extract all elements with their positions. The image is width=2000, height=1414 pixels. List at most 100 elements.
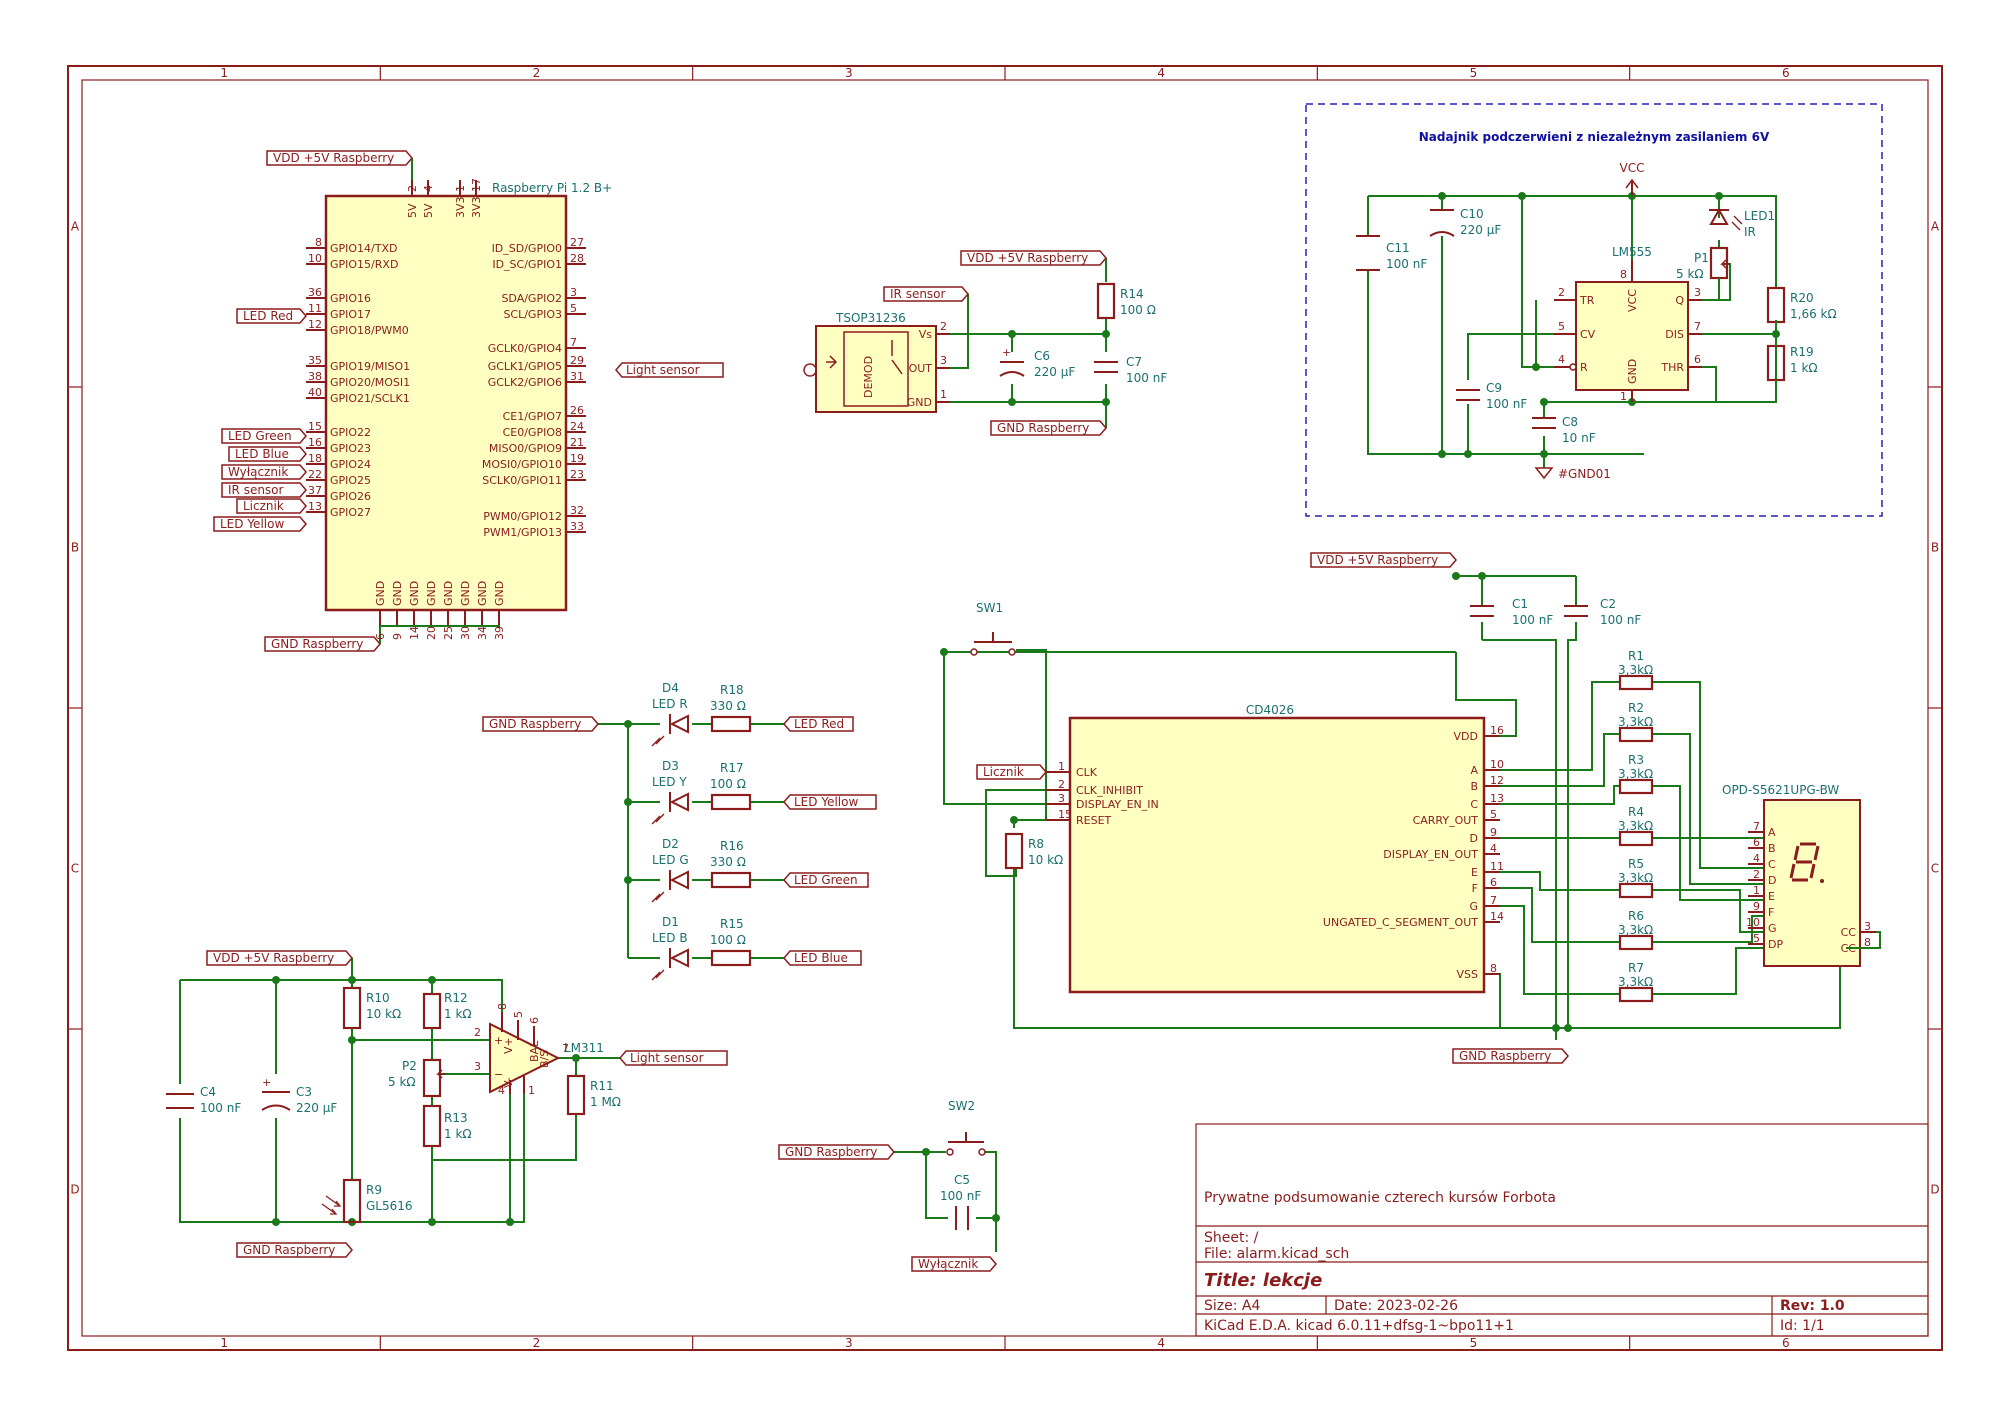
- supply-pin-mark: V-: [502, 1077, 515, 1088]
- lm311-symbol: LM311 + − 2 3 8 5 6 7 4 1 V+ V- BAL B/S: [474, 1003, 604, 1097]
- polarity-mark: +: [1002, 346, 1011, 359]
- cd4026-pin-label: CARRY_OUT: [1413, 814, 1479, 827]
- rpi-pin-label: GPIO23: [330, 442, 371, 455]
- R1-value: 3,3kΩ: [1618, 663, 1653, 677]
- C7-ref: C7: [1126, 355, 1142, 369]
- emission-arrows-icon: [651, 813, 665, 825]
- label-licznik: Licznik: [983, 765, 1024, 779]
- C6-ref: C6: [1034, 349, 1050, 363]
- SW2-ref: SW2: [948, 1099, 975, 1113]
- rpi-pin-number: 14: [408, 626, 421, 640]
- vcc-label: VCC: [1620, 161, 1645, 175]
- display-pin-label: G: [1768, 922, 1777, 935]
- decimal-point-icon: [1820, 879, 1824, 883]
- rpi-pin-label: GND: [425, 581, 438, 606]
- R8-value: 10 kΩ: [1028, 853, 1063, 867]
- wiper-arrow-icon: [1720, 259, 1730, 269]
- R11-value: 1 MΩ: [590, 1095, 621, 1109]
- wire: [432, 1114, 577, 1161]
- P1-value: 5 kΩ: [1676, 267, 1704, 281]
- pin-number: 6: [528, 1017, 541, 1024]
- label-vdd-5v-box: [1310, 552, 1457, 568]
- rpi-pin-number: 19: [570, 452, 584, 465]
- display-pin-number: 5: [1753, 932, 1760, 945]
- R2-ref: R2: [1628, 701, 1644, 715]
- rpi-pin-label: SDA/GPIO2: [501, 292, 562, 305]
- rpi-pin-label: GND: [391, 581, 404, 606]
- label-gnd: GND Raspberry: [785, 1145, 877, 1159]
- rpi-pin-label: GPIO22: [330, 426, 371, 439]
- label-led-red-box: [236, 308, 307, 324]
- label-light-sensor-box: [615, 362, 724, 378]
- emission-arrows-icon: [651, 891, 665, 903]
- rpi-pin-number: 15: [308, 420, 322, 433]
- C9-ref: C9: [1486, 381, 1502, 395]
- label-wylacznik: Wyłącznik: [228, 465, 288, 479]
- rpi-pin-number: 28: [570, 252, 584, 265]
- rpi-pin-label: GPIO27: [330, 506, 371, 519]
- label-vdd-5v: VDD +5V Raspberry: [273, 151, 394, 165]
- pin-number: 2: [474, 1026, 481, 1039]
- pin-number: 8: [1620, 268, 1627, 281]
- SW1-ref: SW1: [976, 601, 1003, 615]
- display-pin-number: 4: [1753, 852, 1760, 865]
- junction: [624, 876, 632, 884]
- D2-ref: D2: [662, 837, 679, 851]
- border-column-label: 6: [1782, 66, 1790, 80]
- rpi-pin-number: 40: [308, 386, 322, 399]
- rpi-pin-label: 5V: [422, 203, 435, 218]
- R19-ref: R19: [1790, 345, 1814, 359]
- R13-ref: R13: [444, 1111, 468, 1125]
- label-ir-sensor-box: [221, 482, 307, 498]
- wire: [1652, 785, 1764, 901]
- label-led-yellow: LED Yellow: [220, 517, 284, 531]
- rpi-pin-label: GPIO18/PWM0: [330, 324, 409, 337]
- wire: [1719, 195, 1777, 288]
- display-pin-number: 9: [1753, 900, 1760, 913]
- border-column-label: 4: [1157, 1336, 1165, 1350]
- pin-label: R: [1580, 361, 1588, 374]
- junction: [1564, 1024, 1572, 1032]
- label-led-blue-box: [228, 446, 307, 462]
- junction: [1010, 816, 1018, 824]
- junction: [1452, 572, 1460, 580]
- switch-contact-icon: [946, 1148, 954, 1156]
- switch-SW1: SW1: [944, 601, 1040, 656]
- border-row-label: C: [1931, 862, 1939, 876]
- label-led-red: LED Red: [243, 309, 293, 323]
- label-gnd-box: [264, 636, 381, 652]
- R16-value: 330 Ω: [710, 855, 746, 869]
- polarity-mark: +: [262, 1076, 271, 1089]
- cd4026-pin-label: E: [1471, 866, 1478, 879]
- rpi-pin-label: GND: [459, 581, 472, 606]
- pin-label: Vs: [919, 328, 933, 341]
- R16-ref: R16: [720, 839, 744, 853]
- cd4026-pin-label: A: [1470, 764, 1478, 777]
- lm555-body: [1575, 281, 1689, 391]
- lm311-part-name: LM311: [564, 1041, 604, 1055]
- R11-ref: R11: [590, 1079, 614, 1093]
- resistor-icon: [710, 871, 752, 889]
- rpi-pin-label: GPIO24: [330, 458, 371, 471]
- junction: [1478, 572, 1486, 580]
- wire: [1490, 681, 1620, 771]
- led-LED1: LED1 IR: [1709, 207, 1775, 239]
- resistor-icon: [1618, 674, 1654, 691]
- rpi-pin-label: PWM1/GPIO13: [483, 526, 562, 539]
- potentiometers: P1 5 kΩ P2 5 kΩ: [388, 246, 1730, 1098]
- label-led-blue-box: [783, 950, 862, 966]
- D3-ref: D3: [662, 759, 679, 773]
- wire: [1367, 270, 1644, 455]
- label-ir-sensor: IR sensor: [228, 483, 284, 497]
- cd4026-pin-label: F: [1472, 882, 1478, 895]
- display-pin-number: 7: [1753, 820, 1760, 833]
- border-column-label: 1: [220, 66, 228, 80]
- P1-ref: P1: [1694, 251, 1709, 265]
- label-vdd-5v-box: [206, 950, 353, 966]
- wire: [1652, 681, 1764, 869]
- wire: [1490, 905, 1620, 995]
- label-led-yellow-box: [213, 516, 307, 532]
- wire: [925, 1152, 948, 1219]
- rpi-pin-number: 37: [308, 484, 322, 497]
